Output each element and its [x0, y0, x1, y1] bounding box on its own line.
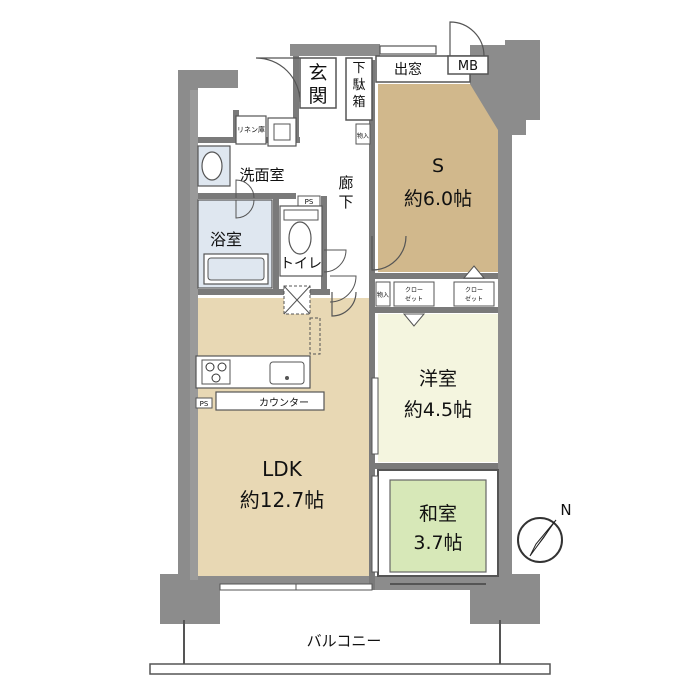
- shoe-box-label: 下: [352, 61, 365, 76]
- western-room-floor: [378, 314, 498, 462]
- japanese-room-size: 3.7帖: [413, 532, 462, 554]
- toilet-tank: [283, 209, 319, 221]
- s-room-name: S: [432, 155, 444, 177]
- linen-label: リネン庫: [237, 125, 265, 134]
- compass-needle-tail-icon: [529, 519, 557, 557]
- bath-label: 浴室: [210, 230, 242, 249]
- washing-machine-inner: [273, 123, 291, 141]
- wall-shadow-left: [190, 90, 198, 580]
- faucet: [285, 376, 289, 380]
- s-room-storage: [375, 281, 391, 307]
- mb-door-arc: [449, 21, 485, 57]
- closet-2-arrow: [462, 265, 486, 279]
- shoe-box-cabinet: [345, 57, 373, 121]
- fridge-x2: [283, 285, 311, 315]
- balcony-label: バルコニー: [307, 632, 382, 650]
- bay-window-label: 出窓: [394, 61, 422, 78]
- meter-box: [447, 55, 489, 75]
- toilet-door-arc: [323, 249, 347, 273]
- bay-window-frame: [379, 45, 437, 55]
- japanese-room-floor: [389, 479, 487, 573]
- compass: N: [517, 501, 572, 563]
- kitchen-sink: [269, 361, 305, 385]
- exterior-walls: [160, 40, 540, 624]
- entrance-label: 玄: [308, 62, 327, 84]
- washroom-door-arc: [235, 179, 255, 199]
- western-room-size: 約4.5帖: [404, 399, 472, 421]
- entrance-label-2: 関: [308, 85, 327, 107]
- ldk-floor-lower: [196, 298, 370, 576]
- hall-storage-label: 物入: [357, 132, 369, 140]
- ps-label-1: PS: [305, 198, 314, 206]
- closet-1-arrow: [402, 313, 426, 327]
- ps-label-2: PS: [200, 400, 209, 408]
- shoe-box-label-2: 駄: [352, 78, 365, 93]
- washroom-label: 洗面室: [239, 166, 284, 184]
- s-room-door-arc: [371, 235, 407, 271]
- western-sliding-door: [371, 377, 379, 455]
- washing-machine-pan: [267, 117, 297, 147]
- toilet-bowl: [288, 221, 312, 255]
- bathtub-inner: [207, 257, 265, 281]
- japanese-sliding-door: [371, 475, 379, 573]
- s-room-size: 約6.0帖: [404, 188, 472, 210]
- burner-3: [211, 373, 221, 383]
- burner-2: [217, 362, 227, 372]
- western-room-name: 洋室: [419, 368, 457, 390]
- closet-2-label: クロー: [465, 287, 483, 294]
- ldk-door-arc: [331, 291, 357, 317]
- s-room-floor: [378, 84, 498, 272]
- closet-1: [393, 281, 435, 307]
- ldk-name: LDK: [262, 457, 303, 481]
- japanese-room-name: 和室: [419, 503, 457, 525]
- pantry-dashed: [309, 317, 321, 355]
- hall-door-arc: [329, 275, 357, 303]
- closet-2-label-2: ゼット: [465, 295, 483, 303]
- bath-door-arc: [235, 199, 255, 219]
- meter-box-label: MB: [458, 59, 478, 74]
- toilet-label: トイレ: [280, 256, 322, 272]
- balcony-rail: [149, 663, 551, 675]
- closet-1-label-2: ゼット: [405, 295, 423, 303]
- ps-box-2: [195, 397, 213, 409]
- s-room-storage-label: 物入: [377, 291, 389, 299]
- linen-cabinet: [235, 115, 267, 145]
- closet-2: [453, 281, 495, 307]
- washbasin: [201, 151, 223, 181]
- hallway-label: 廊: [338, 174, 353, 192]
- burner-1: [205, 362, 215, 372]
- cooktop: [201, 359, 231, 385]
- hallway-label-2: 下: [338, 193, 353, 211]
- hall-storage: [355, 123, 371, 145]
- ldk-size: 約12.7帖: [240, 488, 325, 512]
- counter-bar: [215, 391, 325, 411]
- entrance-box: [299, 57, 337, 109]
- entrance-door-arc: [255, 57, 301, 103]
- compass-north-label: N: [560, 501, 571, 519]
- closet-1-label: クロー: [405, 287, 423, 294]
- counter-label: カウンター: [259, 397, 309, 409]
- shoe-box-label-3: 箱: [352, 94, 365, 110]
